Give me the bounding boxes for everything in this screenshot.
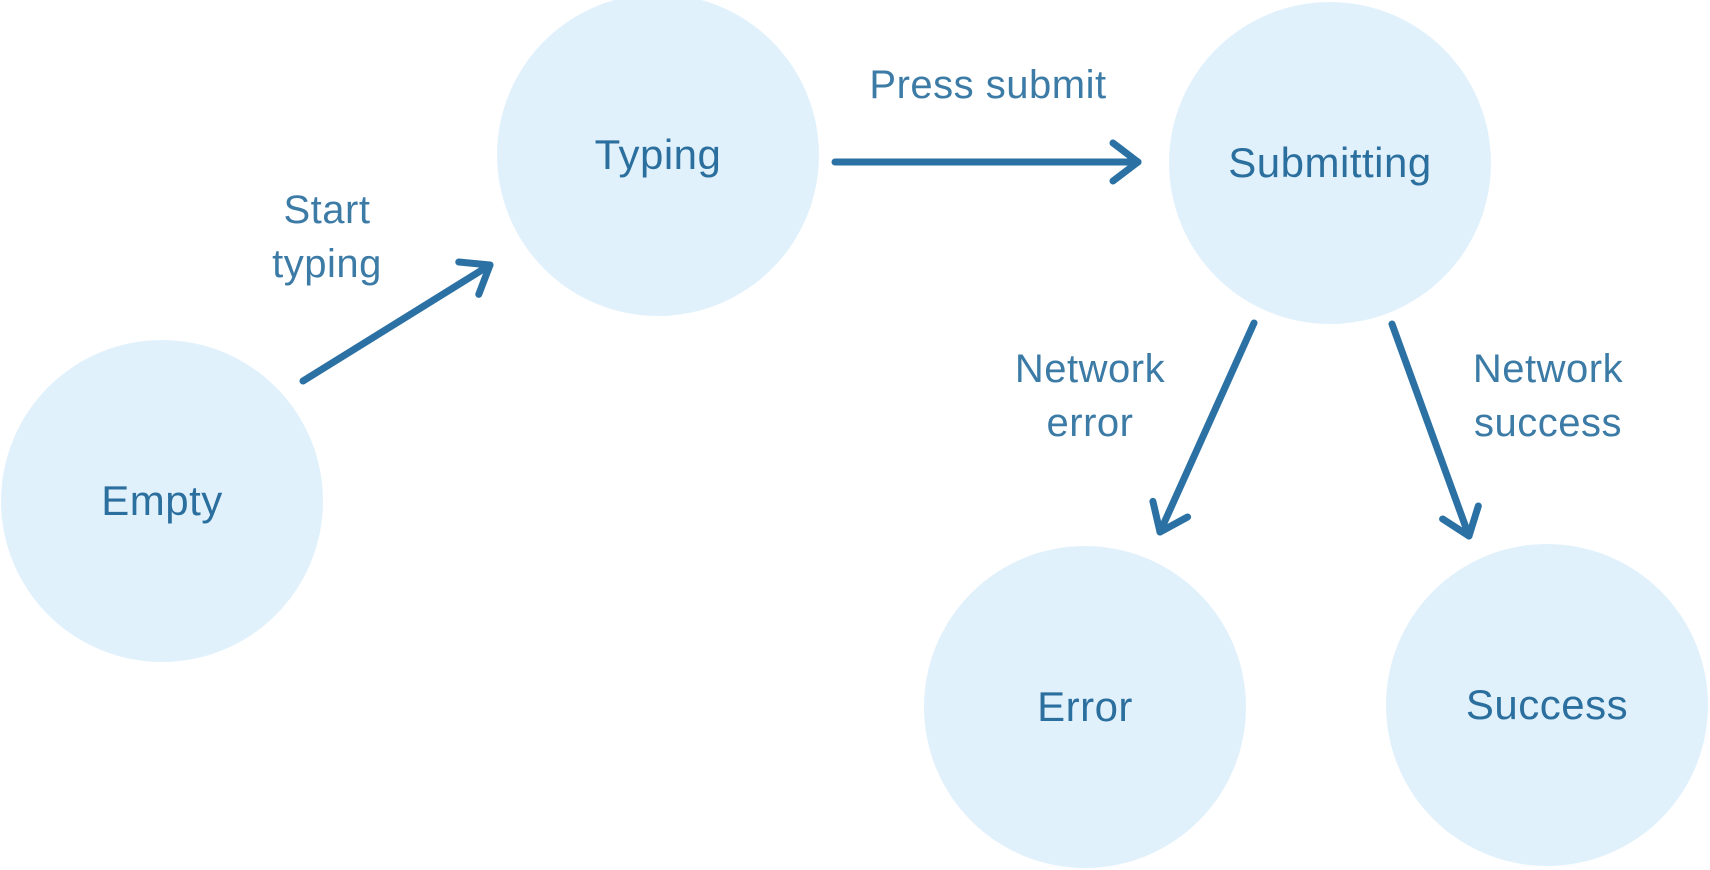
state-node-success: Success [1386,544,1708,866]
state-node-label: Typing [594,131,722,178]
state-node-label: Error [1037,683,1133,730]
edge-label-press-submit: Press submit [869,63,1107,107]
edge-label-start-typing: Start typing [272,188,382,286]
state-node-empty: Empty [1,340,323,662]
state-node-label: Submitting [1228,139,1432,186]
state-node-error: Error [924,546,1246,868]
state-node-label: Success [1465,681,1629,728]
edge-label-network-success: Network success [1472,347,1624,445]
edge-label-network-error: Network error [1014,347,1166,445]
state-node-submitting: Submitting [1169,2,1491,324]
state-node-label: Empty [101,477,223,524]
state-node-typing: Typing [497,0,819,316]
